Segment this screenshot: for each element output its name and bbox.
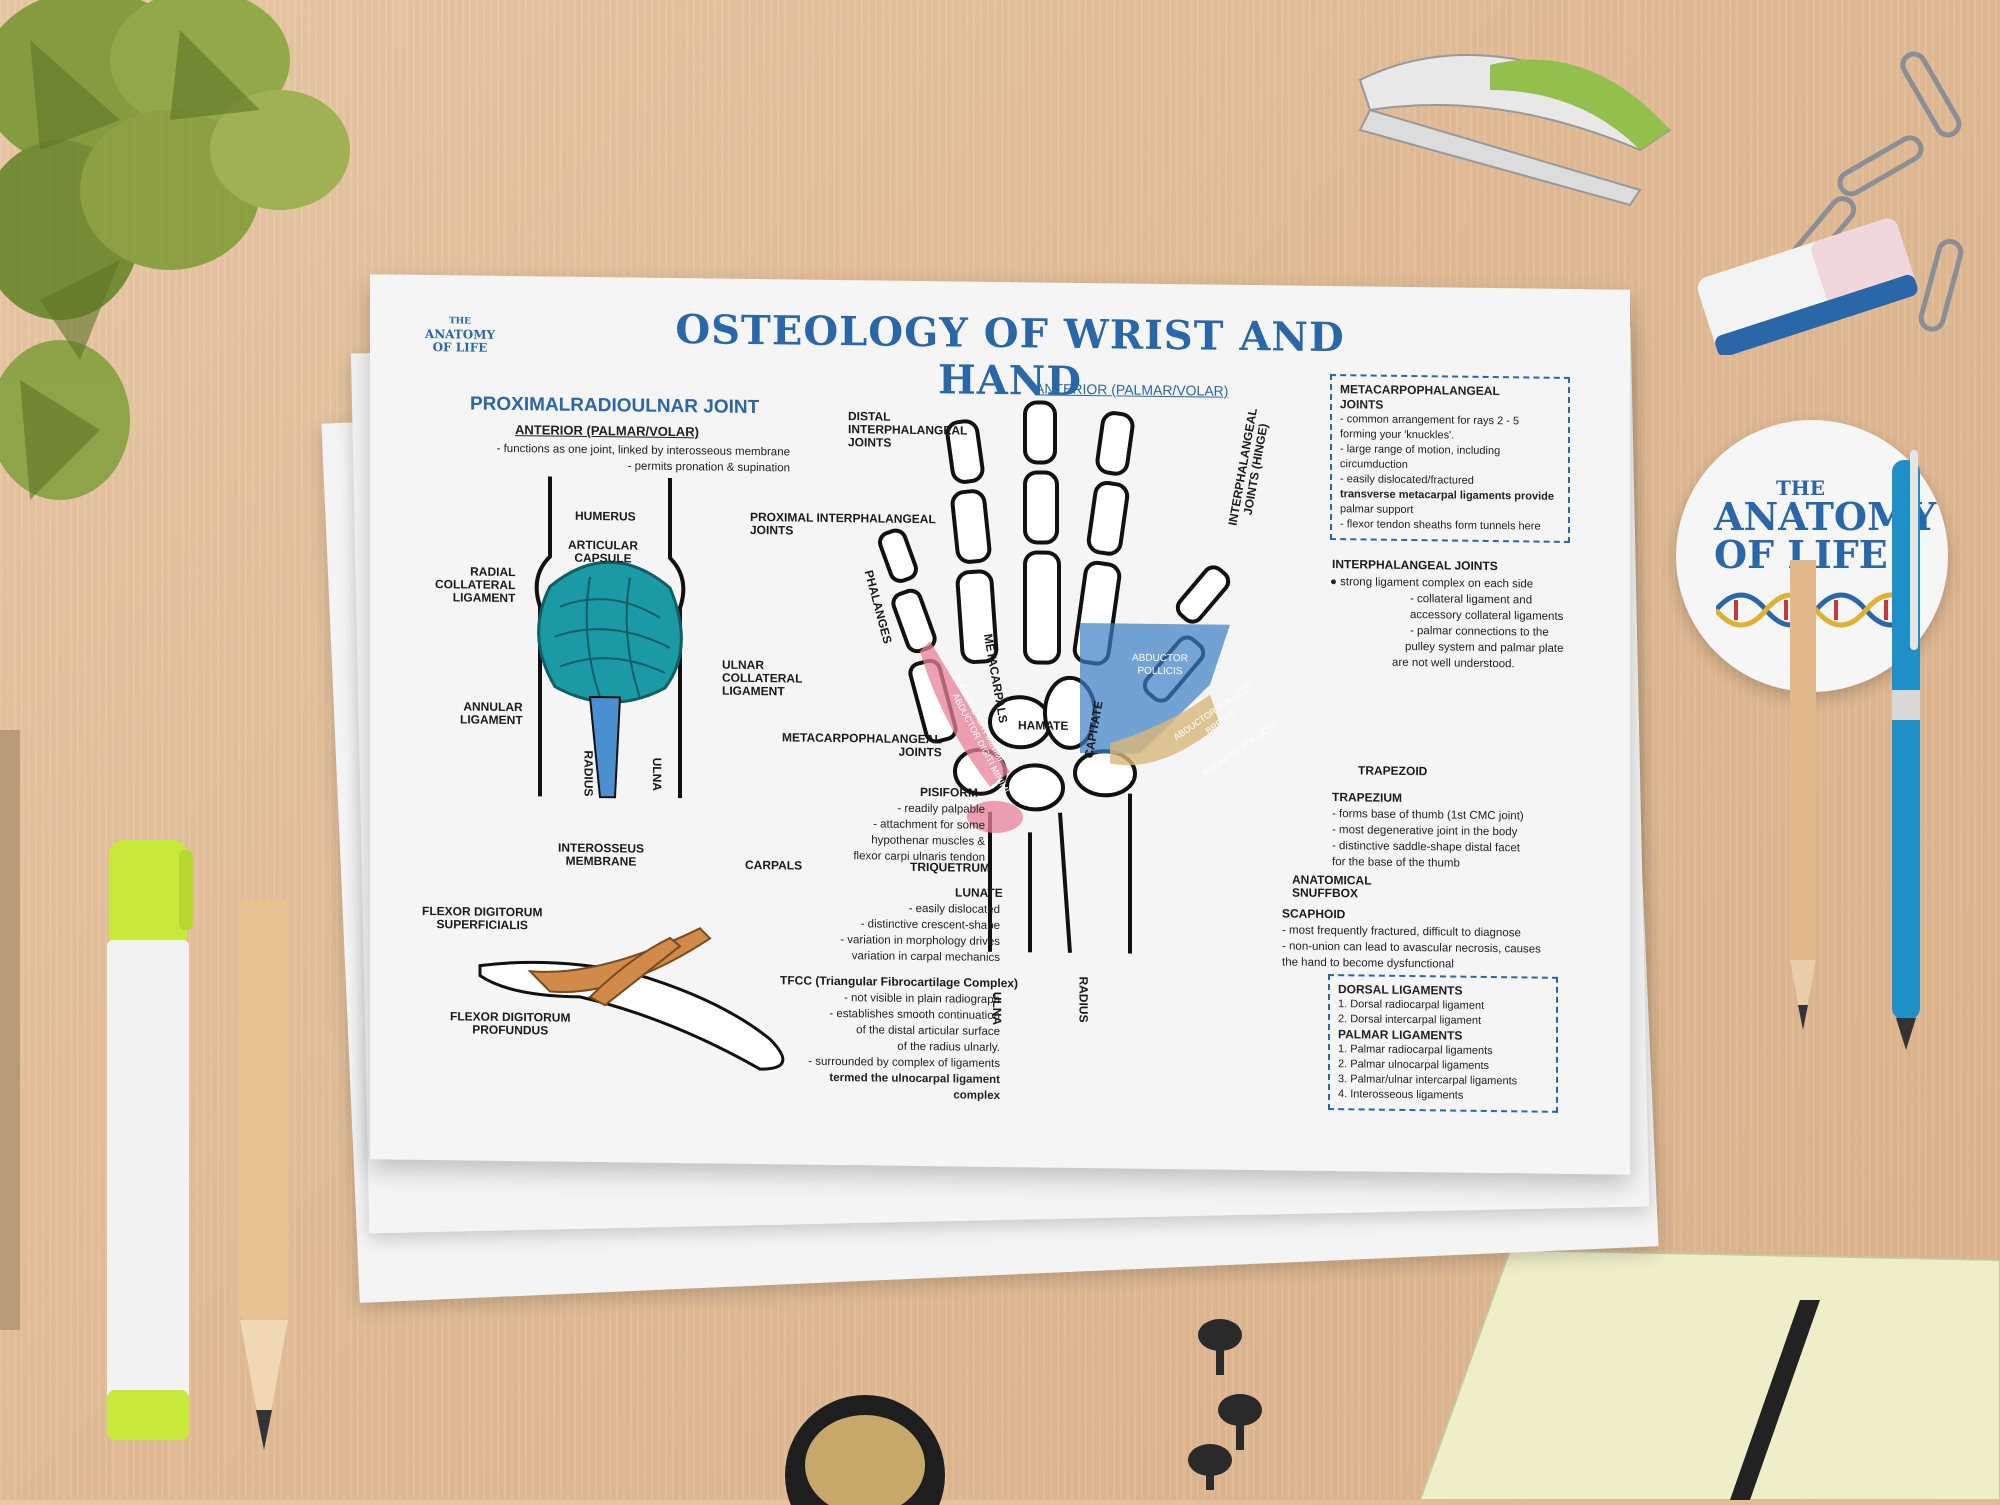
lunate-notes: - easily dislocated - distinctive cresce… [790, 899, 1000, 966]
note-line: the hand to become dysfunctional [1282, 956, 1454, 971]
label-ulnar-collateral-ligament: ULNAR COLLATERAL LIGAMENT [722, 657, 803, 699]
tfcc-shape [967, 800, 1023, 833]
thenar-tan-muscle [1110, 694, 1220, 766]
ip-joints-title: INTERPHALANGEAL JOINTS [1332, 557, 1498, 574]
note-line: are not well understood. [1392, 656, 1515, 671]
flexor-tendons-illustration [478, 927, 785, 1071]
label-mcp-joints: METACARPOPHALANGEAL JOINTS [782, 730, 942, 760]
label-triquetrum: TRIQUETRUM [910, 859, 990, 875]
label-carpals: CARPALS [745, 857, 803, 873]
label-trapezoid: TRAPEZOID [1358, 763, 1428, 779]
ip-joints-notes: ● strong ligament complex on each side -… [1330, 574, 1564, 673]
label-radius-hand: RADIUS [1076, 976, 1091, 1023]
anatomy-poster: THE ANATOMY OF LIFE OSTEOLOGY OF WRIST A… [370, 274, 1630, 1175]
label-flexor-digitorum-profundus: FLEXOR DIGITORUM PROFUNDUS [450, 1009, 571, 1038]
pencil-left [240, 900, 288, 1450]
potted-plant-leaves [0, 0, 350, 500]
label-proximal-ip-joints: PROXIMAL INTERPHALANGEAL JOINTS [750, 509, 936, 538]
label-distal-ip-joints: DISTAL INTERPHALANGEAL JOINTS [848, 409, 968, 450]
ligaments-box: DORSAL LIGAMENTS 1. Dorsal radiocarpal l… [1328, 974, 1558, 1113]
cork-bowl [785, 1395, 945, 1505]
ruler-edge [0, 730, 20, 1330]
label-pisiform: PISIFORM [920, 785, 979, 800]
label-trapezium: TRAPEZIUM [1332, 790, 1402, 805]
stapler [1358, 54, 1672, 207]
label-radius-left: RADIUS [581, 750, 596, 797]
hand-skeleton-illustration [878, 400, 1231, 954]
push-pins [1188, 1319, 1262, 1490]
pencil-right [1790, 560, 1816, 1030]
label-anatomical-snuffbox: ANATOMICAL SNUFFBOX [1292, 872, 1372, 901]
label-ulna-hand: ULNA [990, 991, 1005, 1026]
ligament-item: 4. Interosseous ligaments [1338, 1088, 1464, 1102]
eraser [1697, 218, 1918, 355]
label-ulna-left: ULNA [650, 757, 665, 792]
left-section-notes: - functions as one joint, linked by inte… [450, 440, 790, 476]
left-section-title: PROXIMALRADIOULNAR JOINT [470, 393, 760, 419]
label-annular-ligament: ANNULAR LIGAMENT [460, 699, 523, 728]
label-abductor-pollicis: ABDUCTOR POLLICIS [1132, 652, 1188, 678]
mcp-joints-box: METACARPOPHALANGEAL JOINTS - common arra… [1330, 374, 1570, 543]
label-hamate: HAMATE [1018, 718, 1069, 733]
mcp-box-title: METACARPOPHALANGEAL JOINTS [1340, 382, 1500, 412]
notebook [1420, 1250, 2000, 1500]
label-radial-collateral-ligament: RADIAL COLLATERAL LIGAMENT [435, 564, 516, 606]
elbow-joint-illustration [534, 476, 686, 799]
note-line: complex [953, 1089, 1000, 1102]
blue-pen [1892, 450, 1920, 1050]
label-flexor-digitorum-superficialis: FLEXOR DIGITORUM SUPERFICIALIS [422, 903, 543, 933]
note-line: ● strong ligament complex on each side [1330, 576, 1534, 591]
thenar-blue-muscles [1080, 622, 1230, 754]
green-highlighter-marker [107, 840, 193, 1440]
label-interosseus-membrane: INTEROSSEUS MEMBRANE [558, 840, 645, 869]
trapezium-notes: - forms base of thumb (1st CMC joint) - … [1332, 806, 1524, 872]
hypothenar-muscles [920, 641, 1010, 787]
label-articular-capsule: ARTICULAR CAPSULE [568, 537, 638, 566]
interosseous-membrane [588, 695, 622, 799]
note-line: for the base of the thumb [1332, 856, 1460, 870]
label-humerus: HUMERUS [575, 508, 636, 524]
elbow-articular-capsule [537, 560, 683, 704]
note-line: - permits pronation & supination [627, 460, 790, 475]
scaphoid-notes: - most frequently fractured, difficult t… [1282, 922, 1541, 973]
label-tfcc: TFCC (Triangular Fibrocartilage Complex) [780, 973, 1019, 991]
sticker-line1: THE [1776, 476, 1826, 500]
tfcc-notes: - not visible in plain radiograph - esta… [750, 989, 1000, 1104]
left-section-subtitle: ANTERIOR (PALMAR/VOLAR) [515, 422, 699, 440]
mcp-box-line: - flexor tendon sheaths form tunnels her… [1340, 518, 1541, 533]
label-scaphoid: SCAPHOID [1282, 906, 1346, 922]
label-lunate: LUNATE [955, 885, 1003, 901]
pisiform-notes: - readily palpable - attachment for some… [790, 799, 985, 865]
note-line: variation in carpal mechanics [851, 950, 1000, 964]
poster-logo: THE ANATOMY OF LIFE [420, 315, 500, 355]
logo-line-3: OF LIFE [432, 340, 488, 355]
